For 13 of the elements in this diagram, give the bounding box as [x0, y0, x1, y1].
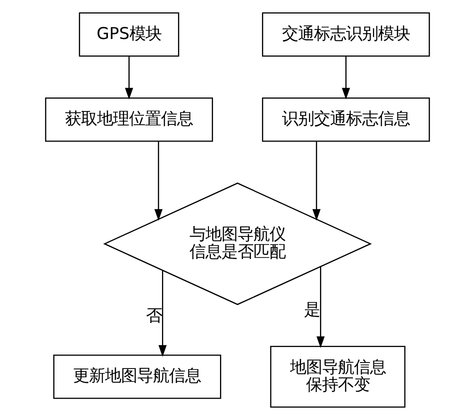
arrow: [341, 56, 350, 100]
node-box: 识别交通标志信息: [262, 97, 430, 142]
arrow: [312, 141, 320, 221]
node-box: GPS模块: [78, 12, 179, 57]
node-box: 更新地图导航信息: [52, 354, 221, 399]
arrow: [316, 266, 324, 348]
edge-label: 否: [145, 306, 162, 326]
node-box: 交通标志识别模块: [262, 12, 430, 57]
arrow: [124, 56, 133, 100]
arrow: [158, 270, 166, 357]
node-box: 获取地理位置信息: [44, 97, 212, 142]
node-box: 地图导航信息保持不变: [270, 346, 405, 408]
arrow: [154, 141, 162, 221]
